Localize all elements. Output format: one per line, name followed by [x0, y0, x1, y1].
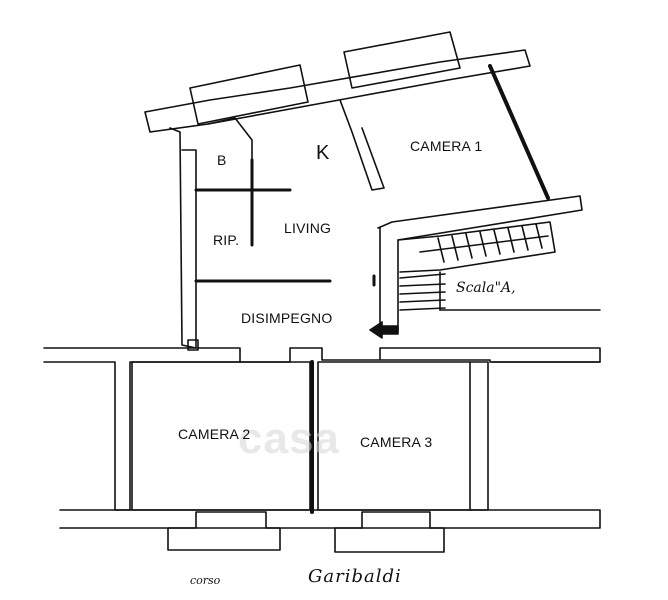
stair-line [399, 299, 446, 303]
stair-line [399, 307, 446, 311]
wall-b-top [207, 117, 253, 161]
lower-wall-right [469, 361, 489, 511]
room-label-b: B [217, 152, 227, 168]
watermark: casa [238, 414, 340, 463]
wall-camera1-right [488, 64, 550, 200]
stair-annotation: Scala"A, [456, 280, 516, 296]
wall-camera1-left [339, 99, 385, 191]
room-label-k: K [316, 142, 330, 164]
room-label-rip: RIP. [213, 232, 240, 248]
stair-line [399, 273, 446, 279]
corridor-wall-top [43, 347, 601, 363]
column-left [187, 339, 199, 351]
stair-line [399, 291, 446, 295]
room-label-camera1: CAMERA 1 [410, 138, 483, 154]
stair-mid [419, 235, 549, 253]
entrance-arrow [369, 321, 399, 339]
balcony-top-left [189, 64, 309, 125]
balcony-bottom-left [167, 527, 281, 551]
room-label-camera3: CAMERA 3 [360, 434, 433, 450]
stair-outline [397, 221, 556, 273]
stair-tread [535, 223, 543, 249]
street-name: Garibaldi [308, 566, 402, 587]
street-prefix: corso [190, 574, 221, 587]
room-label-living: LIVING [284, 220, 332, 236]
outer-wall-left [169, 127, 197, 349]
balcony-top-right [343, 31, 461, 89]
stair-line [399, 283, 446, 287]
room-label-camera2: CAMERA 2 [178, 426, 251, 442]
stair-tread [521, 225, 529, 251]
room-label-disimpegno: DISIMPEGNO [241, 310, 333, 326]
outer-wall-top [144, 49, 531, 133]
lower-outer-bottom [59, 509, 601, 529]
balcony-bottom-right [334, 527, 445, 553]
